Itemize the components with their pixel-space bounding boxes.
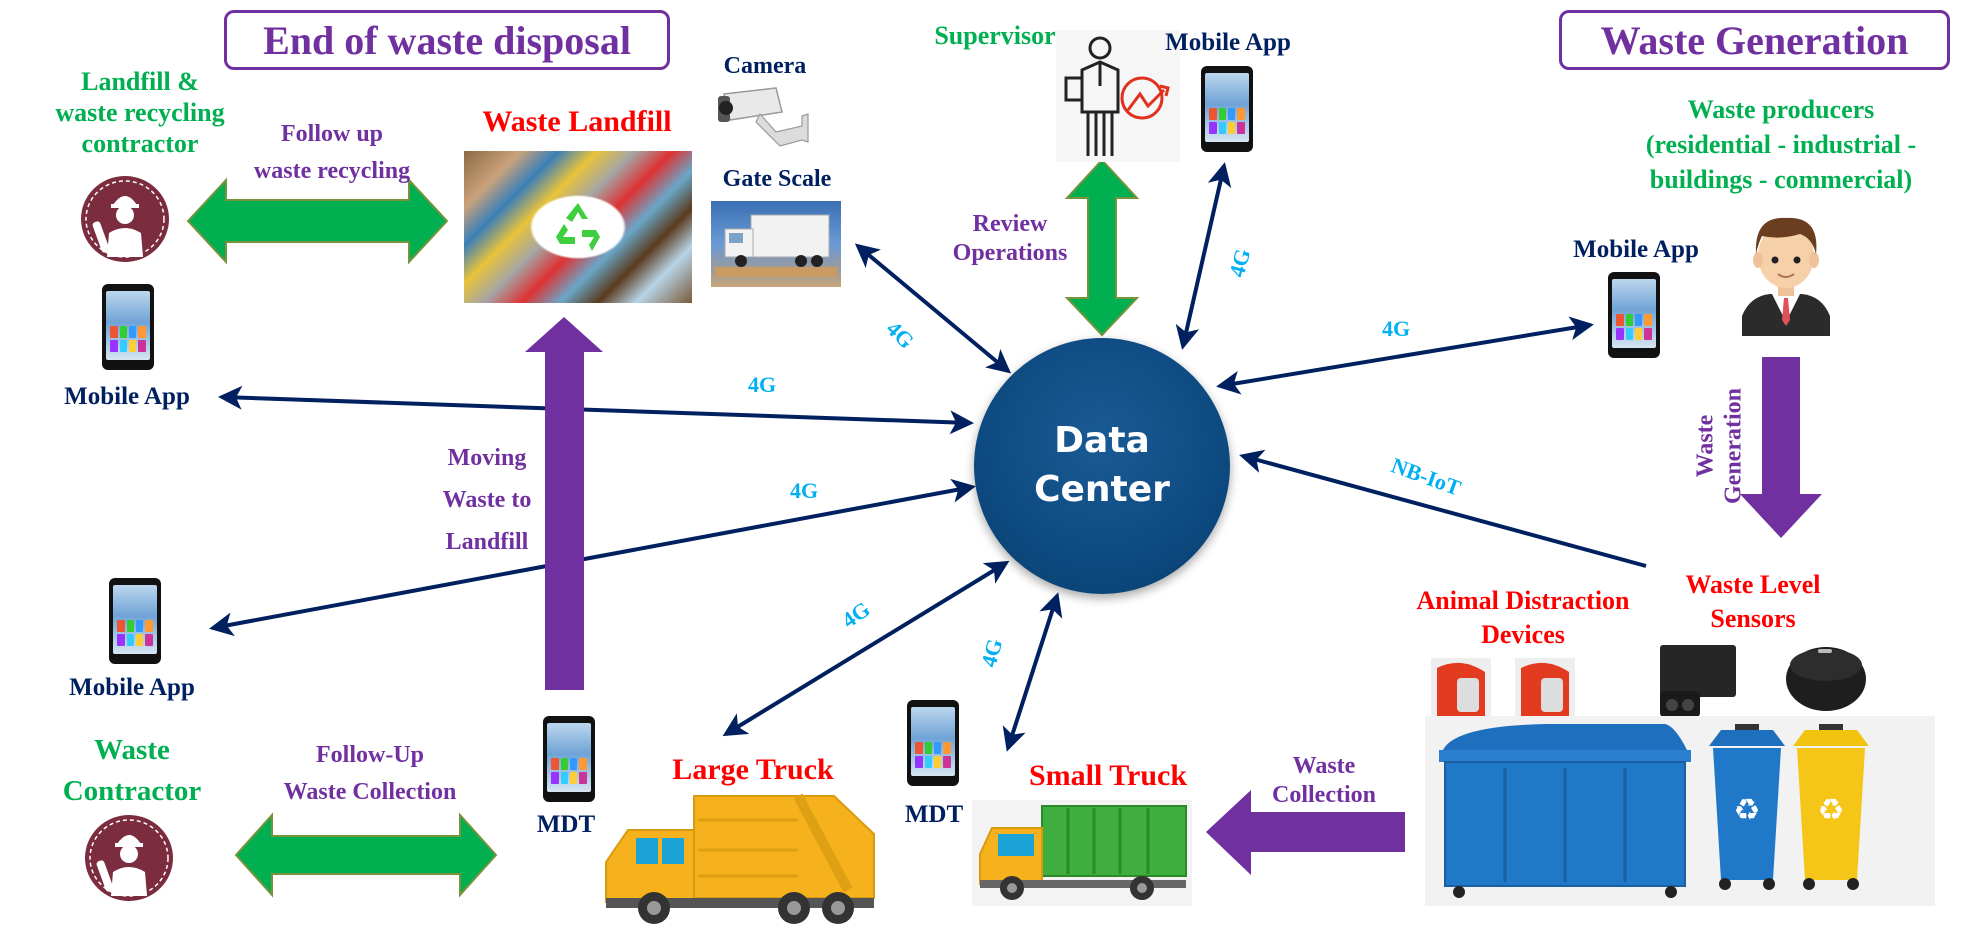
follow-up-collection-line-2: Waste Collection — [283, 779, 457, 806]
moving-to-landfill-line-2: Waste to — [442, 487, 532, 513]
review-operations-line-1: Review — [972, 211, 1048, 237]
review-operations-label: Review Operations — [953, 210, 1068, 268]
camera-label: Camera — [723, 53, 807, 79]
link-label-left-upper-phone: 4G — [748, 372, 777, 397]
link-left-upper-phone — [218, 385, 974, 435]
waste-generation-arrow-line-1: Waste — [1692, 414, 1719, 478]
follow-up-collection-line-1: Follow-Up — [315, 742, 424, 768]
gate-scale-image — [711, 201, 841, 287]
follow-up-collection-arrow — [234, 812, 498, 898]
link-left-lower-phone — [209, 478, 976, 637]
moving-to-landfill-label: Moving Waste to Landfill — [443, 437, 532, 563]
waste-producer-avatar[interactable] — [1740, 210, 1832, 336]
follow-up-recycling-line-1: Follow up — [280, 121, 384, 147]
small-truck-icon[interactable] — [972, 800, 1192, 906]
large-truck-label: Large Truck — [672, 753, 834, 786]
waste-producers-line-2: (residential - industrial - — [1645, 130, 1917, 160]
mobile-app-right-phone-icon[interactable] — [1608, 272, 1660, 358]
end-of-disposal-title: End of waste disposal — [224, 10, 670, 70]
mobile-app-left-lower-phone-icon[interactable] — [109, 578, 161, 664]
mdt-right-label: MDT — [904, 801, 964, 828]
waste-collection-line-2: Collection — [1272, 781, 1376, 808]
large-truck-icon[interactable] — [598, 790, 878, 926]
data-center-node[interactable]: Data Center — [974, 338, 1230, 594]
waste-collection-label: Waste Collection — [1272, 752, 1376, 810]
waste-generation-title-text: Waste Generation — [1600, 17, 1909, 63]
follow-up-recycling-label: Follow up waste recycling — [254, 116, 410, 190]
waste-producers-label: Waste producers (residential - industria… — [1646, 92, 1916, 197]
link-large-truck — [722, 560, 1010, 737]
mobile-app-left-upper-phone-icon[interactable] — [102, 284, 154, 370]
gate-scale-label: Gate Scale — [722, 166, 832, 192]
moving-to-landfill-line-1: Moving — [447, 445, 527, 471]
link-small-truck — [1002, 592, 1063, 752]
supervisor-label: Supervisor — [934, 21, 1056, 50]
recycling-contractor-line-3: contractor — [81, 129, 199, 159]
link-label-producer-phone: 4G — [1382, 316, 1411, 341]
small-truck-label: Small Truck — [1028, 759, 1188, 792]
waste-generation-arrow — [1740, 357, 1822, 538]
mobile-app-left-upper-label: Mobile App — [64, 383, 190, 410]
supervisor-icon[interactable] — [1056, 30, 1180, 162]
follow-up-collection-label: Follow-Up Waste Collection — [284, 737, 457, 811]
waste-generation-title: Waste Generation — [1559, 10, 1950, 70]
link-supervisor-phone — [1175, 162, 1232, 350]
mdt-left-label: MDT — [536, 811, 596, 838]
truck-on-scale-icon — [715, 214, 837, 277]
camera-icon — [718, 87, 809, 147]
waste-contractor-label: Waste Contractor — [63, 730, 202, 811]
waste-collection-line-1: Waste — [1292, 753, 1356, 779]
waste-contractor-line-1: Waste — [94, 734, 170, 766]
data-center-label-2: Center — [1034, 469, 1170, 510]
review-operations-arrow — [1064, 158, 1140, 337]
svg-text:♻: ♻ — [1734, 793, 1761, 828]
waste-landfill-label: Waste Landfill — [482, 105, 672, 138]
mobile-app-top-label: Mobile App — [1165, 29, 1291, 56]
waste-level-sensors-icon[interactable] — [1658, 643, 1870, 719]
waste-level-sensors-line-1: Waste Level — [1685, 570, 1821, 599]
waste-contractor-line-2: Contractor — [62, 774, 202, 807]
link-gate-scale — [854, 243, 1012, 374]
mobile-app-left-lower-label: Mobile App — [69, 674, 195, 701]
data-center-label-1: Data — [1054, 420, 1150, 462]
moving-to-landfill-arrow — [525, 317, 603, 690]
waste-bins-icon[interactable]: ♻ ♻ — [1425, 716, 1935, 906]
animal-distraction-line-1: Animal Distraction — [1416, 586, 1630, 615]
waste-producers-line-1: Waste producers — [1687, 95, 1875, 124]
animal-distraction-label: Animal Distraction Devices — [1416, 584, 1629, 652]
mobile-app-top-phone-icon[interactable] — [1201, 66, 1253, 152]
recycling-contractor-line-1: Landfill & — [81, 67, 199, 96]
waste-generation-arrow-label: Waste Generation — [1692, 388, 1747, 504]
link-producer-phone — [1216, 316, 1594, 395]
moving-to-landfill-line-3: Landfill — [445, 529, 529, 555]
waste-collection-arrow — [1206, 790, 1405, 875]
waste-generation-arrow-line-2: Generation — [1720, 388, 1746, 504]
recycling-contractor-line-2: waste recycling — [55, 98, 225, 128]
recycling-contractor-icon — [81, 176, 169, 262]
link-label-left-lower-phone: 4G — [790, 478, 819, 503]
animal-distraction-line-2: Devices — [1481, 619, 1565, 649]
recycling-contractor-label: Landfill & waste recycling contractor — [55, 66, 224, 160]
review-operations-line-2: Operations — [952, 239, 1068, 266]
waste-producers-line-3: buildings - commercial) — [1649, 165, 1913, 195]
svg-text:♻: ♻ — [1818, 793, 1845, 828]
waste-contractor-icon — [85, 815, 173, 901]
waste-level-sensors-label: Waste Level Sensors — [1685, 568, 1820, 636]
mdt-left-device-icon[interactable] — [543, 716, 595, 802]
recycle-icon — [556, 203, 600, 251]
mdt-right-device-icon[interactable] — [907, 700, 959, 786]
follow-up-recycling-line-2: waste recycling — [253, 158, 411, 185]
end-of-disposal-title-text: End of waste disposal — [263, 17, 631, 63]
follow-up-recycling-arrow — [186, 177, 449, 265]
mobile-app-right-label: Mobile App — [1573, 236, 1699, 263]
waste-level-sensors-line-2: Sensors — [1710, 603, 1796, 633]
waste-landfill-image — [464, 151, 692, 303]
link-sensors — [1239, 449, 1647, 568]
